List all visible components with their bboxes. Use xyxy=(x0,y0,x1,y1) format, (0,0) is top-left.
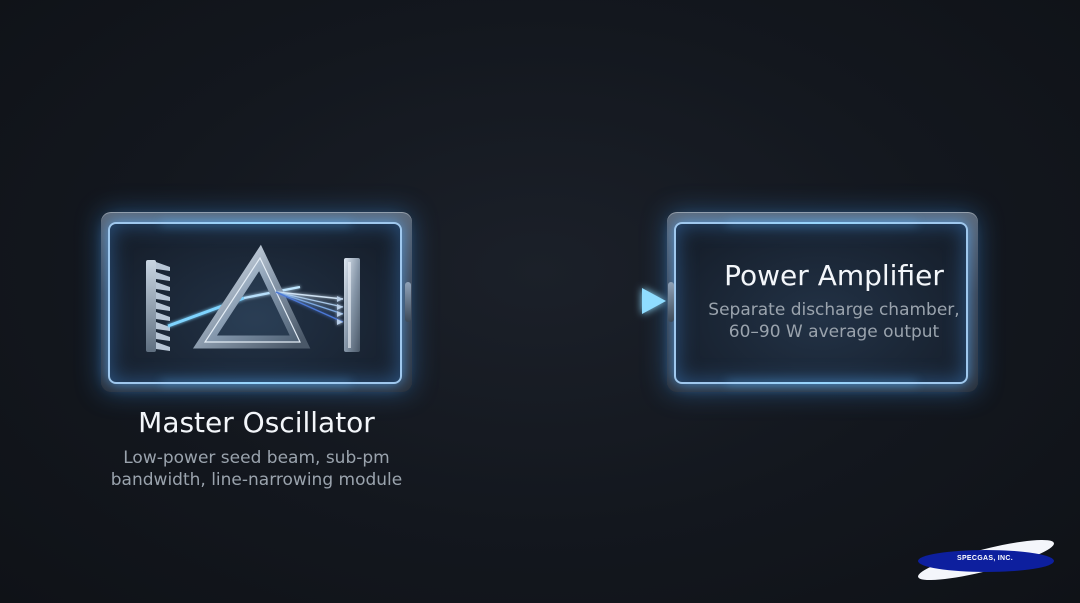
logo-text: SPECGAS, INC. xyxy=(956,555,1014,562)
output-port xyxy=(405,282,411,322)
beam-arrow xyxy=(414,288,666,314)
master-oscillator-title: Master Oscillator xyxy=(138,406,375,439)
panel-top-glow xyxy=(727,222,917,224)
specgas-logo xyxy=(918,539,1054,581)
panel-bottom-glow xyxy=(727,382,917,384)
master-oscillator-description: Low-power seed beam, sub-pm bandwidth, l… xyxy=(81,447,432,491)
dispersed-rays xyxy=(275,291,344,325)
prism-icon xyxy=(192,244,311,349)
output-mirror-icon xyxy=(344,258,360,352)
power-amplifier-description: Separate discharge chamber, 60–90 W aver… xyxy=(667,299,1001,343)
master-oscillator-description-line: Low-power seed beam, sub-pm xyxy=(123,448,390,468)
power-amplifier-panel xyxy=(674,222,968,384)
power-amplifier-description-line: 60–90 W average output xyxy=(728,322,940,342)
master-oscillator-description-line: bandwidth, line-narrowing module xyxy=(110,470,403,490)
panel-top-glow xyxy=(161,222,351,224)
power-amplifier-box xyxy=(667,212,978,392)
input-port xyxy=(668,282,674,322)
diffraction-grating-icon xyxy=(146,260,170,352)
panel-bottom-glow xyxy=(161,382,351,384)
power-amplifier-description-line: Separate discharge chamber, xyxy=(708,300,960,320)
power-amplifier-title: Power Amplifier xyxy=(724,259,944,292)
